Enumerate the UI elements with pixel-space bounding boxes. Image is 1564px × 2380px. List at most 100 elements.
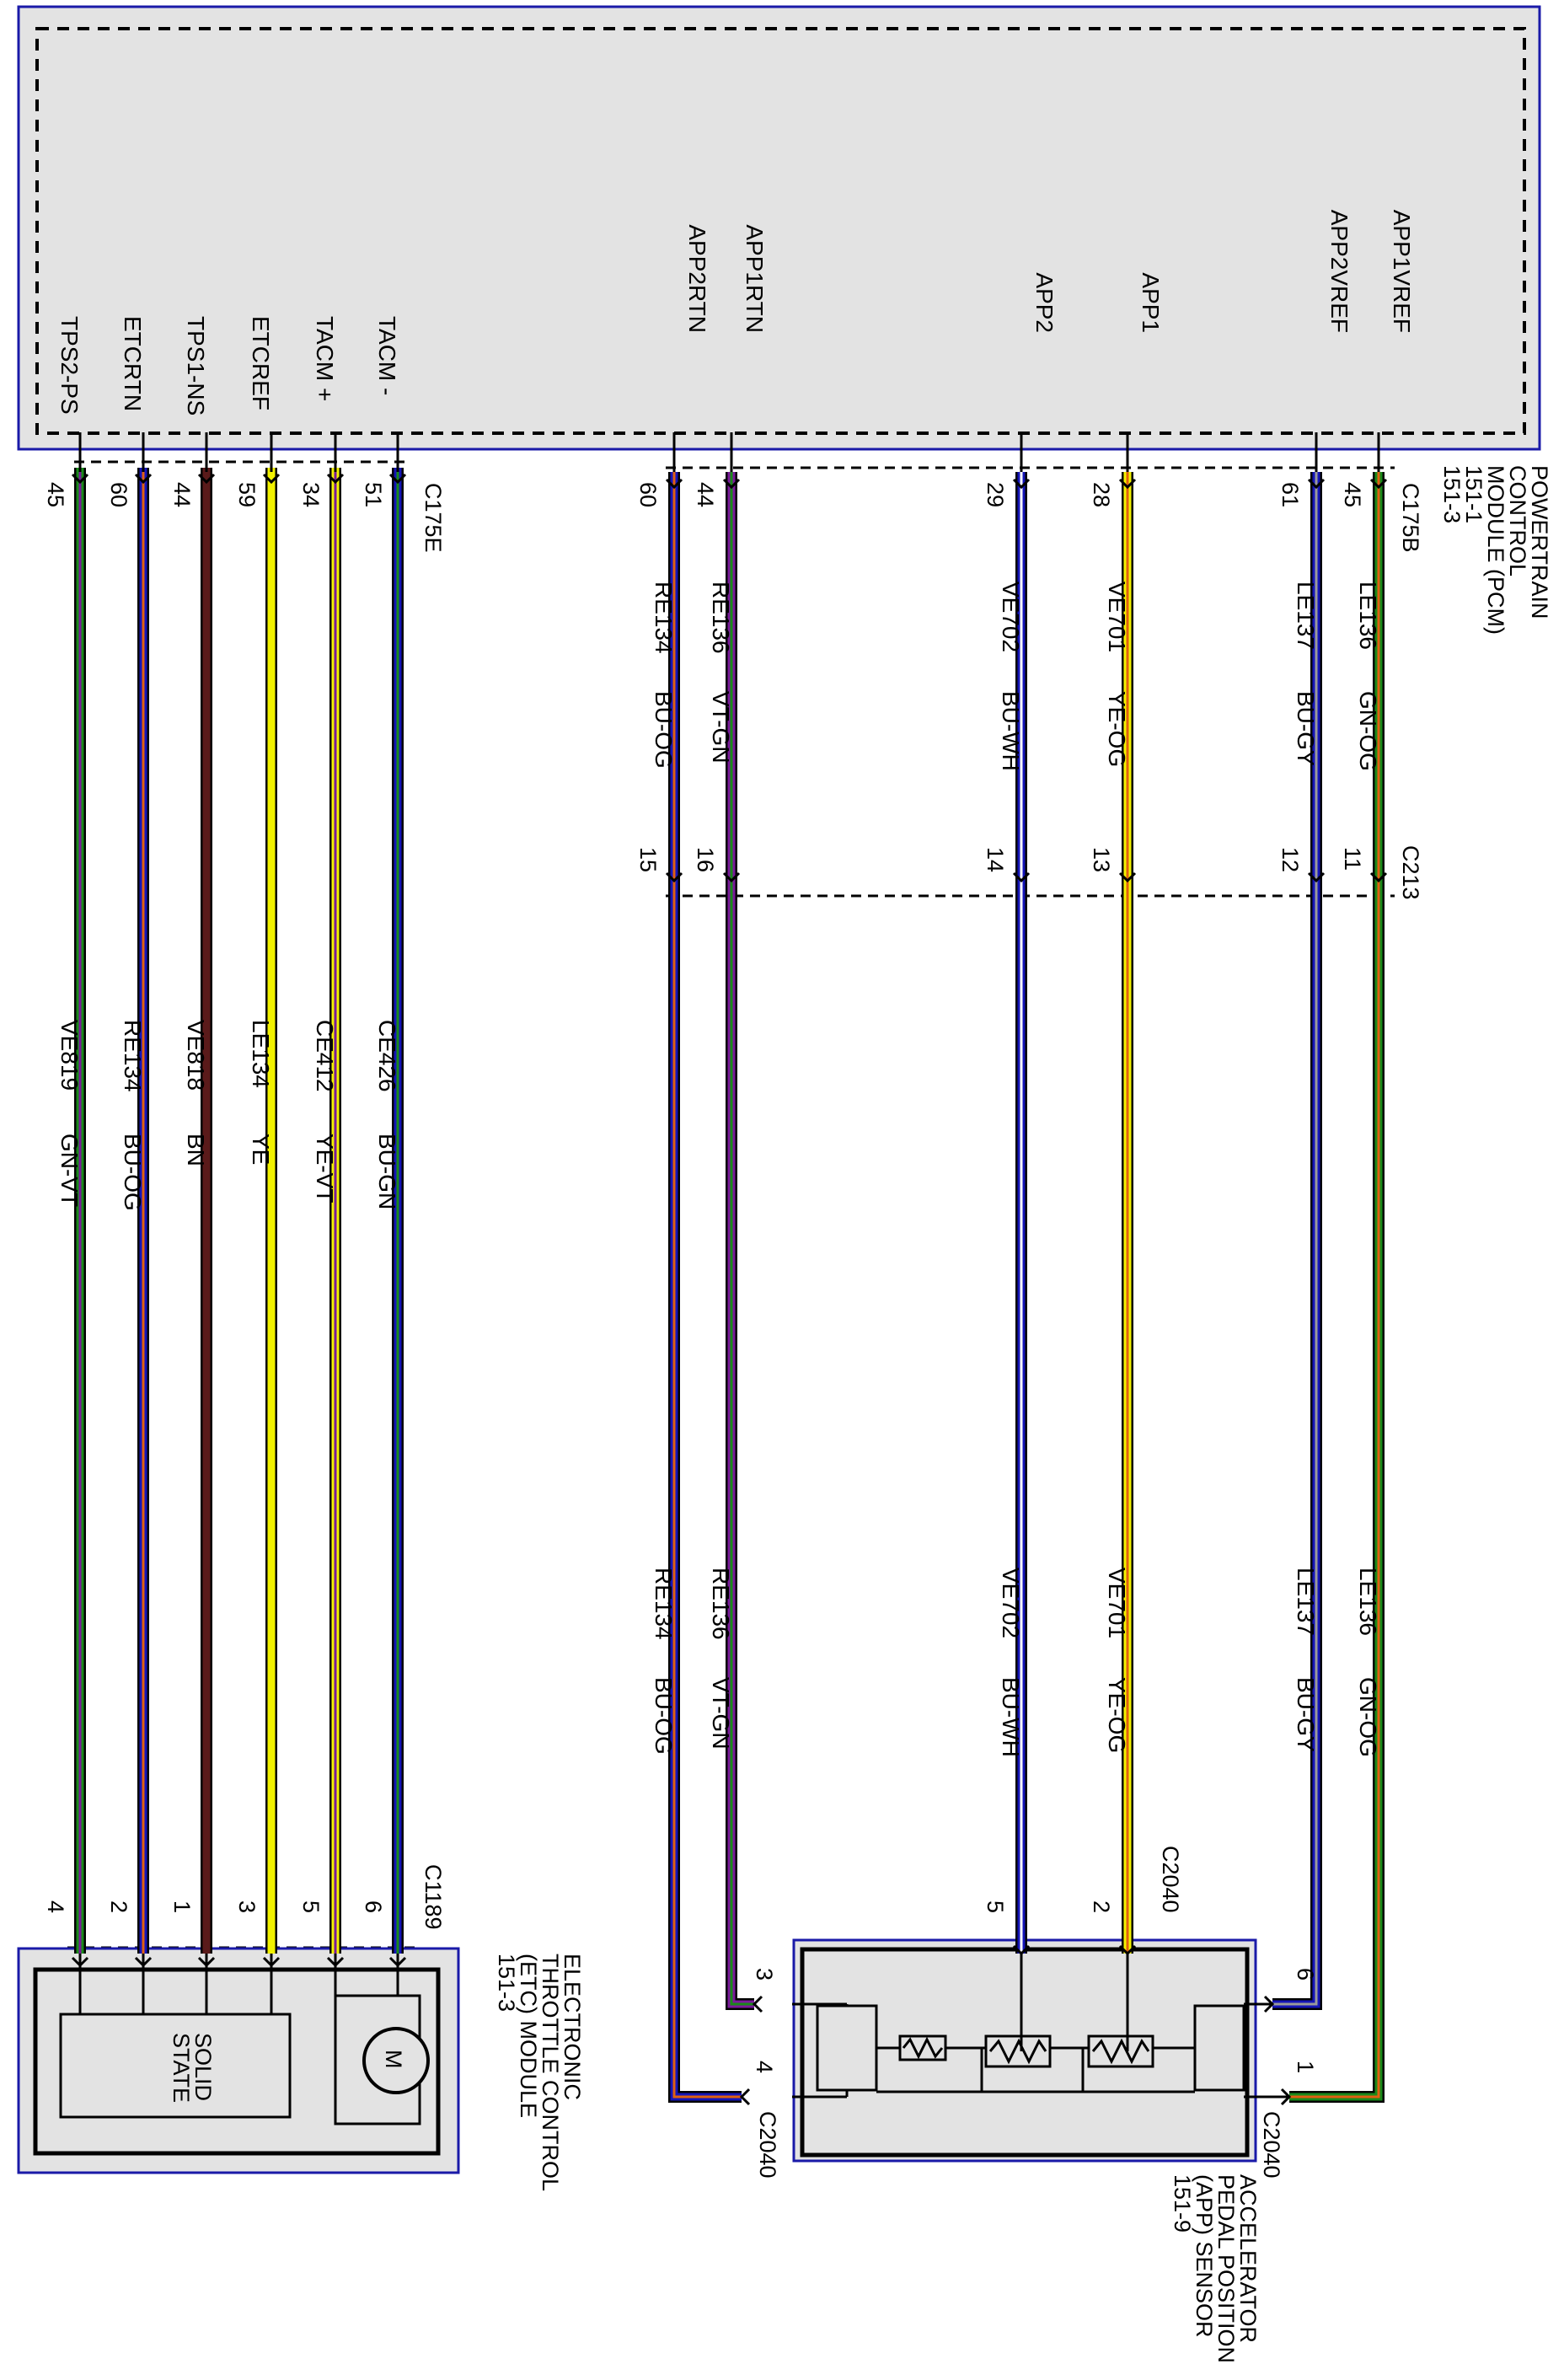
pcm-title-line: 151-3 — [1439, 465, 1465, 523]
pcm-signal-label: TACM + — [312, 316, 338, 401]
pcm-title-line: POWERTRAIN — [1527, 465, 1552, 619]
etc-pin-arrow — [388, 1956, 407, 1968]
pcm-signal-label: ETCREF — [248, 316, 274, 410]
circuit-label: RE134 — [651, 582, 677, 654]
circuit-label: RE136 — [708, 1568, 734, 1640]
pcm-pin-arrow — [1118, 478, 1137, 490]
circuit-label: RE134 — [120, 1020, 146, 1092]
pcm-pin-arrow — [1369, 478, 1388, 490]
wire-color-label: GN-VT — [56, 1134, 83, 1207]
app-title-line: ACCELERATOR — [1235, 2174, 1261, 2343]
pcm-pin-number: 29 — [983, 482, 1008, 507]
c213-pin-arrow — [1307, 871, 1326, 883]
wire-color-label: BN — [183, 1134, 209, 1166]
circuit-label: LE134 — [248, 1020, 274, 1088]
pcm-signal-label: APP1RTN — [742, 224, 768, 333]
pcm-signal-label: TACM - — [374, 316, 400, 395]
wire-color-label: GN-OG — [1355, 691, 1381, 771]
circuit-label: LE136 — [1355, 582, 1381, 650]
etc-pin-number: 5 — [298, 1900, 324, 1913]
motor-icon — [362, 2027, 430, 2094]
app-pin-number: 6 — [1293, 1968, 1318, 1981]
pcm-signal-label: ETCRTN — [120, 316, 146, 411]
wire-color-label: BU-OG — [651, 1677, 677, 1755]
app-pin-arrow — [752, 1995, 763, 2013]
c213-pin-arrow — [1369, 871, 1388, 883]
app-pin-number: 2 — [1089, 1900, 1114, 1913]
app-pin-number: 4 — [752, 2061, 777, 2073]
pcm-pin-arrow — [262, 473, 281, 485]
c213-pin-arrow — [1118, 871, 1137, 883]
pcm-pin-number: 44 — [693, 482, 718, 507]
pcm-pin-number: 28 — [1089, 482, 1114, 507]
etc-pin-number: 3 — [234, 1900, 260, 1913]
circuit-label: CE426 — [374, 1020, 400, 1092]
app-pin-arrow — [1280, 2088, 1292, 2106]
etc-title-line: ELECTRONIC — [560, 1954, 585, 2100]
etc-pin-number: 6 — [361, 1900, 386, 1913]
c213-pin-number: 13 — [1089, 847, 1114, 872]
pcm-signal-label: APP1 — [1138, 272, 1164, 333]
pcm-connector-c175b: C175B — [1398, 483, 1423, 553]
etc-pin-arrow — [134, 1956, 153, 1968]
pcm-title-line: 151-1 — [1461, 465, 1486, 523]
c213-pin-number: 14 — [983, 847, 1008, 872]
pcm-pin-number: 61 — [1277, 482, 1303, 507]
circuit-label: VE701 — [1104, 1568, 1130, 1638]
app-pin-number: 3 — [752, 1968, 777, 1981]
app-wire-le136-stripe — [1289, 472, 1380, 2099]
pcm-pin-number: 60 — [106, 482, 131, 507]
app-pin-arrow — [1118, 1944, 1137, 1956]
pcm-pin-number: 59 — [234, 482, 260, 507]
solid-state-label: SOLID — [190, 2033, 216, 2101]
c213-pin-arrow — [722, 871, 741, 883]
circuit-label: VE701 — [1104, 582, 1130, 652]
pcm-pin-number: 34 — [298, 482, 324, 507]
pcm-pin-arrow — [326, 473, 345, 485]
etc-module — [17, 1947, 460, 2174]
potentiometer-app2-icon — [984, 2034, 1052, 2068]
inline-connector-c213: C213 — [1398, 845, 1423, 900]
c213-pin-number: 12 — [1277, 847, 1303, 872]
pcm-signal-label: APP1VREF — [1389, 210, 1415, 333]
app-connector-c2040-top: C2040 — [1158, 1846, 1183, 1913]
app-pin-arrow — [1263, 1995, 1275, 2013]
etc-title-line: THROTTLE CONTROL — [538, 1954, 563, 2191]
pcm-pin-number: 45 — [43, 482, 68, 507]
pcm-signal-label: TPS2-PS — [56, 316, 83, 415]
wire-color-label: BU-GY — [1293, 1677, 1319, 1752]
wire-color-label: BU-OG — [120, 1134, 146, 1211]
c213-pin-arrow — [665, 871, 683, 883]
wire-color-label: VT-GN — [708, 691, 734, 764]
etc-pin-arrow — [197, 1956, 216, 1968]
pcm-pin-number: 44 — [169, 482, 195, 507]
pcm-pin-arrow — [388, 473, 407, 485]
etc-title-line: (ETC) MODULE — [516, 1954, 541, 2118]
pcm-signal-label: APP2 — [1031, 272, 1058, 333]
app-wire-re136-base — [727, 472, 754, 2008]
pcm-connector-c175e: C175E — [420, 483, 446, 553]
etc-pin-number: 4 — [43, 1900, 68, 1913]
wire-color-label: GN-OG — [1355, 1677, 1381, 1757]
pcm-pin-arrow — [665, 478, 683, 490]
wire-color-label: YE-OG — [1104, 691, 1130, 767]
wire-color-label: BU-GY — [1293, 691, 1319, 766]
app-pin-number: 5 — [983, 1900, 1008, 1913]
circuit-label: RE136 — [708, 582, 734, 654]
app-title-line: (APP) SENSOR — [1192, 2174, 1217, 2338]
circuit-label: LE136 — [1355, 1568, 1381, 1636]
pcm-pin-number: 45 — [1340, 482, 1365, 507]
circuit-label: LE137 — [1293, 1568, 1319, 1636]
etc-pin-arrow — [71, 1956, 89, 1968]
solid-state-label: STATE — [169, 2033, 194, 2103]
wire-color-label: BU-OG — [651, 691, 677, 769]
circuit-label: LE137 — [1293, 582, 1319, 650]
resistor-icon — [898, 2034, 947, 2061]
app-wire-le137-stripe — [1272, 472, 1318, 2006]
pcm-pin-arrow — [1307, 478, 1326, 490]
pcm-pin-arrow — [134, 473, 153, 485]
motor-label: M — [381, 2050, 406, 2069]
etc-pin-number: 2 — [106, 1900, 131, 1913]
